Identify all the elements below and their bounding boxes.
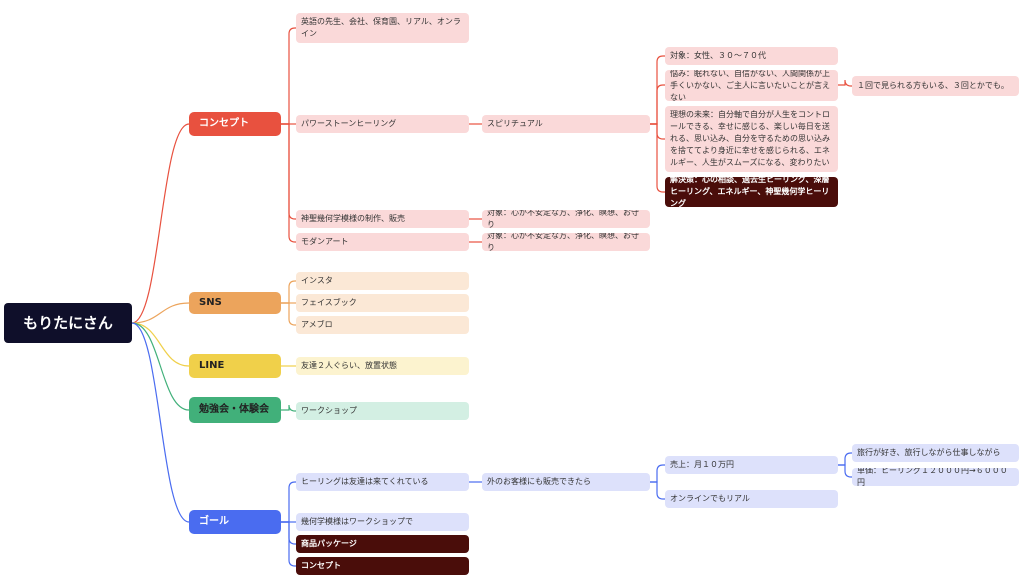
root-node[interactable]: もりたにさん <box>4 303 132 343</box>
link-spiritual-1 <box>650 84 665 125</box>
concept-worry-note[interactable]: １回で見られる方もいる、３回とかでも。 <box>852 76 1019 96</box>
goal-price[interactable]: 単価：ヒーリング１２０００円→６０００円 <box>852 468 1019 486</box>
link-worry-note <box>838 79 852 87</box>
goal-sales[interactable]: 売上：月１０万円 <box>665 456 838 474</box>
goal-healing[interactable]: ヒーリングは友達は来てくれている <box>296 473 469 491</box>
concept-spiritual[interactable]: スピリチュアル <box>482 115 650 133</box>
branch-study[interactable]: 勉強会・体験会 <box>189 397 281 423</box>
concept-modern[interactable]: モダンアート <box>296 233 469 251</box>
goal-concept[interactable]: コンセプト <box>296 557 469 575</box>
link-root-study <box>131 322 190 411</box>
branch-concept[interactable]: コンセプト <box>189 112 281 136</box>
concept-worry[interactable]: 悩み：眠れない、自信がない、人間関係が上手くいかない、ご主人に言いたいことが言え… <box>665 70 838 101</box>
goal-package[interactable]: 商品パッケージ <box>296 535 469 553</box>
goal-outside[interactable]: 外のお客様にも販売できたら <box>482 473 650 491</box>
link-root-goal <box>131 322 190 523</box>
concept-solution[interactable]: 解決策：心の相談、過去生ヒーリング、深層ヒーリング、エネルギー、神聖幾何学ヒーリ… <box>665 177 838 207</box>
link-sales-1 <box>838 464 852 478</box>
link-goal-0 <box>281 481 296 523</box>
branch-line[interactable]: LINE <box>189 354 281 378</box>
link-goal-3 <box>281 521 296 567</box>
study-workshop[interactable]: ワークショップ <box>296 402 469 420</box>
sns-ameblo[interactable]: アメブロ <box>296 316 469 334</box>
link-root-concept <box>131 123 190 324</box>
link-study-0 <box>281 404 296 412</box>
concept-ideal[interactable]: 理想の未来：自分軸で自分が人生をコントロールできる、幸せに感じる、楽しい毎日を送… <box>665 106 838 172</box>
link-sales-0 <box>838 452 852 466</box>
link-root-line <box>131 322 190 367</box>
branch-goal[interactable]: ゴール <box>189 510 281 534</box>
link-outside-1 <box>650 481 665 500</box>
concept-geometry-target[interactable]: 対象：心が不安定な方、浄化、瞑想、お守り <box>482 210 650 228</box>
link-sns-0 <box>281 280 296 304</box>
concept-target[interactable]: 対象：女性、３０〜７０代 <box>665 47 838 65</box>
link-root-sns <box>131 302 190 324</box>
goal-geometry-workshop[interactable]: 幾何学模様はワークショップで <box>296 513 469 531</box>
concept-modern-target[interactable]: 対象：心が不安定な方、浄化、瞑想、お守り <box>482 233 650 251</box>
link-outside-0 <box>650 464 665 483</box>
concept-geometry[interactable]: 神聖幾何学模様の制作、販売 <box>296 210 469 228</box>
link-spiritual-0 <box>650 55 665 125</box>
branch-sns[interactable]: SNS <box>189 292 281 314</box>
sns-insta[interactable]: インスタ <box>296 272 469 290</box>
sns-facebook[interactable]: フェイスブック <box>296 294 469 312</box>
concept-teacher[interactable]: 英語の先生、会社、保育園、リアル、オンライン <box>296 13 469 43</box>
concept-powerstone[interactable]: パワーストーンヒーリング <box>296 115 469 133</box>
line-friends[interactable]: 友達２人ぐらい、放置状態 <box>296 357 469 375</box>
goal-travel[interactable]: 旅行が好き、旅行しながら仕事しながら <box>852 444 1019 462</box>
link-sns-2 <box>281 302 296 326</box>
goal-online[interactable]: オンラインでもリアル <box>665 490 838 508</box>
link-concept-0 <box>281 27 296 125</box>
link-spiritual-3 <box>650 123 665 193</box>
link-concept-3 <box>281 123 296 243</box>
